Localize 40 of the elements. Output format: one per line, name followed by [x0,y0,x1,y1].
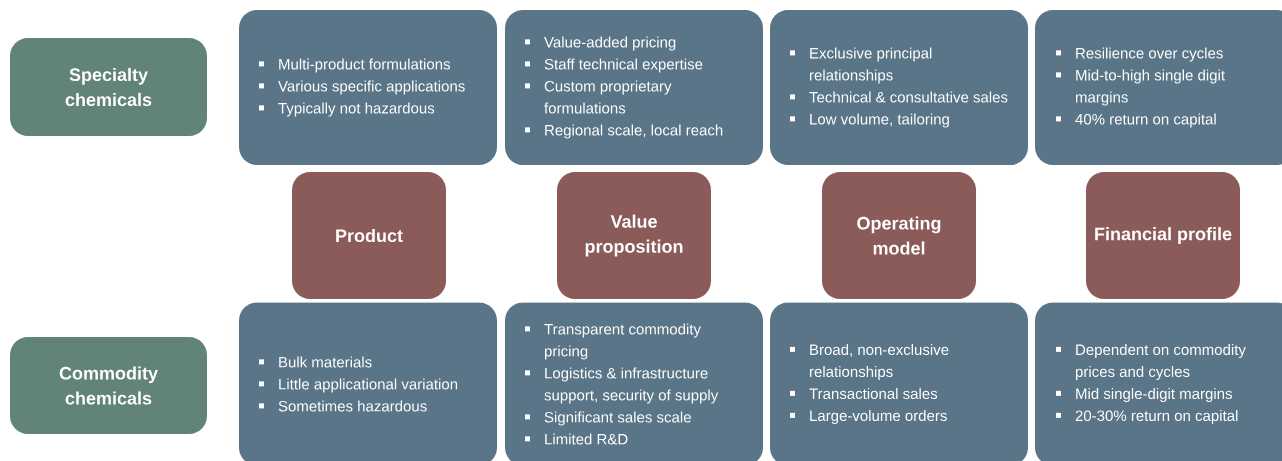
bullet-item: Broad, non-exclusive relationships [790,344,949,380]
dimension-box: Operating model [822,172,976,299]
dimension-box: Financial profile [1086,172,1240,299]
bullet-item: Exclusive principal relationships [790,47,932,84]
info-box [1035,10,1282,165]
bullet-item: Technical & consultative sales [790,91,1008,103]
bullet-item: Dependent on commodity prices and cycles [1056,344,1246,380]
bullet-item: Significant sales scale [525,411,691,426]
bullet-item: Large-volume orders [790,410,947,424]
bullet-item: 40% return on capital [1056,113,1216,128]
bullet-item: Logistics & infrastructure support, security of supply [525,367,719,404]
info-box [770,302,1028,461]
bullet-item: Mid-to-high single digit margins [1056,69,1225,106]
bullet-item: Limited R&D [525,433,628,445]
bullet-item: Sometimes hazardous [259,400,427,412]
info-box [1035,302,1282,461]
bullet-item: Multi-product formulations [259,58,450,73]
category-box: Specialty chemicals [10,38,207,136]
bullet-item: Regional scale, local reach [525,124,723,139]
bullet-item: Bulk materials [259,356,372,368]
bullet-item: Resilience over cycles [1056,47,1223,62]
bullet-item: Transactional sales [790,388,938,399]
bullet-item: Staff technical expertise [525,58,703,73]
info-box [505,10,763,165]
bullet-item: Various specific applications [259,80,465,95]
bullet-item: Transparent commodity pricing [525,323,701,360]
category-box: Commodity chemicals [10,337,207,434]
bullet-item: Value-added pricing [525,36,676,51]
dimension-box: Product [292,172,446,299]
info-box [770,10,1028,165]
bullet-item: Typically not hazardous [259,102,435,117]
bullet-item: Low volume, tailoring [790,113,949,128]
dimension-box: Value proposition [557,172,711,299]
bullet-item: Little applicational variation [259,378,458,393]
bullet-item: Mid single-digit margins [1056,388,1232,402]
info-box [239,10,497,165]
bullet-item: Custom proprietary formulations [525,80,672,114]
info-box [239,302,497,461]
bullet-item: 20-30% return on capital [1056,410,1238,424]
info-box [505,302,763,461]
